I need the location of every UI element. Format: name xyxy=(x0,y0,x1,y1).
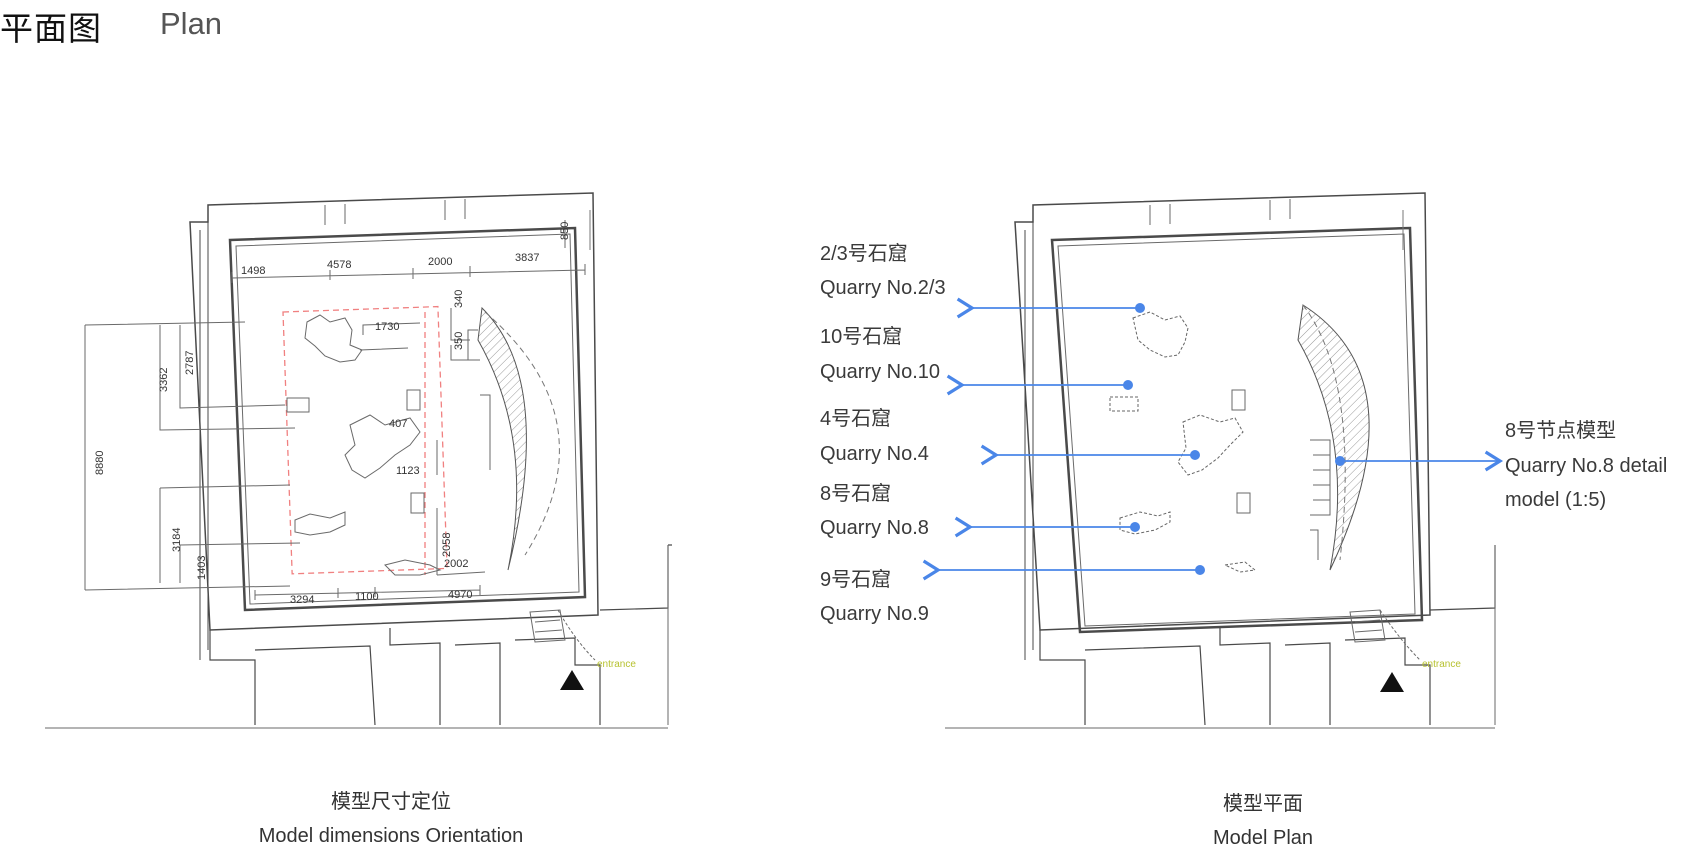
entrance-arrow-icon xyxy=(560,670,584,690)
left-floor-plan: entrance 1498 4578 2000 3837 850 340 3 xyxy=(45,192,672,847)
dim-left-2787: 2787 xyxy=(184,351,196,375)
callout-quarry-2-3-zh: 2/3号石窟 xyxy=(820,242,908,265)
right-caption-en: Model Plan xyxy=(1213,827,1313,849)
callout-quarry-9-zh: 9号石窟 xyxy=(820,568,891,591)
dim-left-1403: 1403 xyxy=(196,556,208,580)
dim-bottom-3: 4970 xyxy=(448,589,472,601)
callout-quarry-8-zh: 8号石窟 xyxy=(820,482,891,505)
callout-labels-left: 2/3号石窟 Quarry No.2/3 10号石窟 Quarry No.10 … xyxy=(820,242,946,625)
left-caption-zh: 模型尺寸定位 xyxy=(331,789,451,813)
callout-quarry-9-en: Quarry No.9 xyxy=(820,603,929,625)
dim-top-4: 3837 xyxy=(515,252,539,264)
right-entrance-label: entrance xyxy=(1422,659,1461,670)
callout-detail-model-zh: 8号节点模型 xyxy=(1505,419,1616,442)
dim-left-3184: 3184 xyxy=(171,528,183,552)
page-title-en: Plan xyxy=(160,6,223,41)
dim-top-3: 2000 xyxy=(428,256,452,268)
dim-340: 340 xyxy=(453,290,465,308)
right-caption-zh: 模型平面 xyxy=(1223,791,1303,815)
dim-407: 407 xyxy=(389,418,407,430)
callout-arrows xyxy=(922,297,1504,581)
callout-quarry-10-zh: 10号石窟 xyxy=(820,325,902,348)
callout-detail-model-en-2: model (1:5) xyxy=(1505,489,1606,511)
left-dimension-labels: 1498 4578 2000 3837 850 340 350 1730 407… xyxy=(94,222,571,606)
callout-quarry-8-en: Quarry No.8 xyxy=(820,517,929,539)
dim-1123: 1123 xyxy=(396,465,420,477)
dim-left-3362: 3362 xyxy=(158,368,170,392)
entrance-arrow-icon xyxy=(1380,672,1404,692)
dim-left-8880: 8880 xyxy=(94,451,106,475)
right-floor-plan: entrance xyxy=(820,192,1667,849)
left-caption-en: Model dimensions Orientation xyxy=(259,825,524,847)
dim-bottom-2: 1100 xyxy=(355,591,379,603)
dim-top-2: 4578 xyxy=(327,259,351,271)
dim-350: 350 xyxy=(453,332,465,350)
dim-bottom-1: 3294 xyxy=(290,594,314,606)
callout-quarry-2-3-en: Quarry No.2/3 xyxy=(820,277,946,299)
dim-1730: 1730 xyxy=(375,321,399,333)
dim-2002: 2002 xyxy=(444,558,468,570)
callout-detail-model-en-1: Quarry No.8 detail xyxy=(1505,455,1667,477)
page-title-zh: 平面图 xyxy=(0,9,102,48)
left-entrance-label: entrance xyxy=(597,659,636,670)
callout-label-right: 8号节点模型 Quarry No.8 detail model (1:5) xyxy=(1505,419,1667,511)
callout-quarry-4-zh: 4号石窟 xyxy=(820,407,891,430)
dim-2058: 2058 xyxy=(441,533,453,557)
callout-quarry-10-en: Quarry No.10 xyxy=(820,361,940,383)
dim-right-top: 850 xyxy=(559,222,571,240)
dim-top-1: 1498 xyxy=(241,265,265,277)
callout-quarry-4-en: Quarry No.4 xyxy=(820,443,929,465)
